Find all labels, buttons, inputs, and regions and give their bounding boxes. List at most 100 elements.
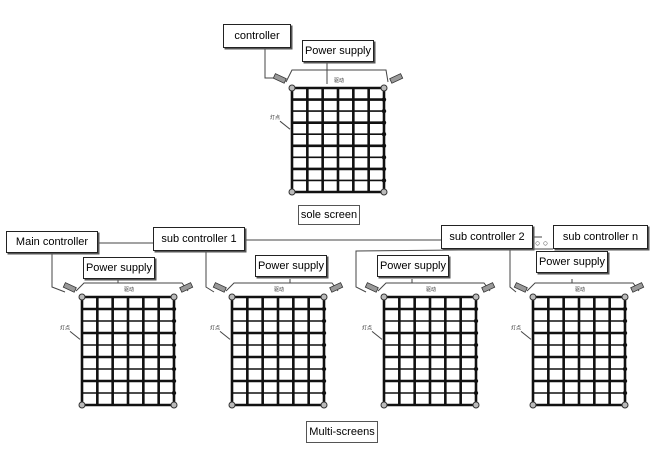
sole-screen-grid-led-dot [381,132,387,137]
panel-1-grid-led-dot [171,366,177,372]
sole-screen-grid-connector [380,84,388,92]
panel-2-grid-plug-right [329,282,344,293]
panel-1-grid-led-label: 灯点 [60,324,70,331]
panel-1-grid-led-dot [171,342,177,348]
panel-3-grid-led-dot [473,366,479,372]
panel-1-grid-led-dot [171,390,177,396]
panel-2-grid-connector [320,293,328,301]
sole-screen-grid-led-label: 灯点 [270,114,280,121]
sole-screen-grid-connector [380,188,388,196]
panel-2-grid-led-dot [321,366,327,372]
panel-1-grid-led-dot [171,330,177,336]
sole-screen-grid-led-dot [381,155,387,160]
power-supply-box-1: Power supply [83,257,155,279]
power-supply-box-2: Power supply [255,255,327,277]
main-controller-label: Main controller [15,236,89,248]
sole-screen-grid-led-dot [381,143,387,148]
panel-3-grid-leader [371,331,383,340]
sub-controller-1-box: sub controller 1 [153,227,245,251]
panel-3-grid-connector [472,293,480,301]
panel-3-grid-led-dot [473,330,479,336]
multi-screens-caption: Multi-screens [306,421,378,443]
main-to-panel1 [51,253,66,293]
panel-4-grid-connector [529,293,537,301]
panel-2-grid-connector [320,401,328,409]
panel-3-grid-led-dot [473,318,479,324]
panel-4-grid-led-dot [622,318,628,324]
panel-2-grid-driver-label: 驱动 [274,286,284,293]
power-supply-label: Power supply [304,45,372,57]
panel-1-grid-connector [78,401,86,409]
panel-3-grid-connector [380,401,388,409]
panel-1-grid-led-dot [171,354,177,360]
panel-3-grid-plug-right [481,282,496,293]
ellipsis-dots: ○ ○ [535,238,549,248]
panel-4-grid-driver-label: 驱动 [575,286,585,293]
sole-screen-grid-connector [288,188,296,196]
panel-2-grid-led-dot [321,342,327,348]
panel-1-grid-led-dot [171,378,177,384]
panel-4-grid-connector [529,401,537,409]
sole-screen-grid-connector [288,84,296,92]
sole-screen-grid-led-dot [381,97,387,102]
panel-3-grid-led-dot [473,306,479,312]
panel-2-grid-plug-left [212,282,227,293]
power-supply-box-4: Power supply [536,251,608,273]
panel-4-grid-led-dot [622,306,628,312]
power-supply-box-3: Power supply [377,255,449,277]
panel-1-grid-led-dot [171,318,177,324]
panel-4-grid-led-dot [622,366,628,372]
panel-2-grid-leader [219,331,231,340]
controller-box: controller [223,24,291,48]
panel-2-grid-led-dot [321,390,327,396]
panel-3-grid-connector [472,401,480,409]
sole-screen-grid-driver-label: 驱动 [334,77,344,84]
panel-1-grid-plug-left [62,282,77,293]
sole-screen-grid-plug-left [272,73,287,84]
panel-3-grid-led-label: 灯点 [362,324,372,331]
panel-2-grid-connector [228,401,236,409]
controller-label: controller [234,30,280,42]
panel-4-grid-leader [520,331,532,340]
panel-2-grid-led-dot [321,306,327,312]
panel-1-grid-led-dot [171,306,177,312]
panel-4-grid-led-label: 灯点 [511,324,521,331]
power-rail-top [285,69,389,83]
panel-3-grid-led-dot [473,390,479,396]
power-supply-box: Power supply [302,40,374,62]
sole-screen-caption: sole screen [298,205,360,225]
panel-2-grid-connector [228,293,236,301]
sole-screen-grid-led-dot [381,166,387,172]
panel-4-grid-plug-left [513,282,528,293]
panel-1-grid-driver-label: 驱动 [124,286,134,293]
panel-1-grid-connector [78,293,86,301]
panel-4-grid-connector [621,401,629,409]
panel-4-grid-led-dot [622,378,628,384]
sole-screen-grid-leader [279,120,291,130]
panel-3-grid-driver-label: 驱动 [426,286,436,293]
sub-controller-n-box: sub controller n [553,225,648,249]
panel-4-grid-led-dot [622,330,628,336]
sub-controller-2-box: sub controller 2 [441,225,533,249]
panel-1-grid-connector [170,401,178,409]
controller-wire [264,48,282,79]
panel-4-grid-plug-right [630,282,645,293]
panel-4-grid-led-dot [622,354,628,360]
sub1-to-panel2 [200,250,215,293]
panel-1-grid-leader [69,331,81,340]
sole-screen-grid-led-dot [381,178,387,183]
panel-1-grid-plug-right [179,282,194,293]
panel-2-grid-led-dot [321,330,327,336]
panel-4-grid-connector [621,293,629,301]
sole-screen-grid-plug-right [389,73,404,84]
panel-1-grid-connector [170,293,178,301]
main-controller-box: Main controller [6,231,98,253]
panel-2-grid-led-label: 灯点 [210,324,220,331]
panel-2-grid-led-dot [321,318,327,324]
panel-3-grid-connector [380,293,388,301]
panel-4-grid-led-dot [622,390,628,396]
panel-3-grid-led-dot [473,354,479,360]
panel-4-grid-led-dot [622,342,628,348]
